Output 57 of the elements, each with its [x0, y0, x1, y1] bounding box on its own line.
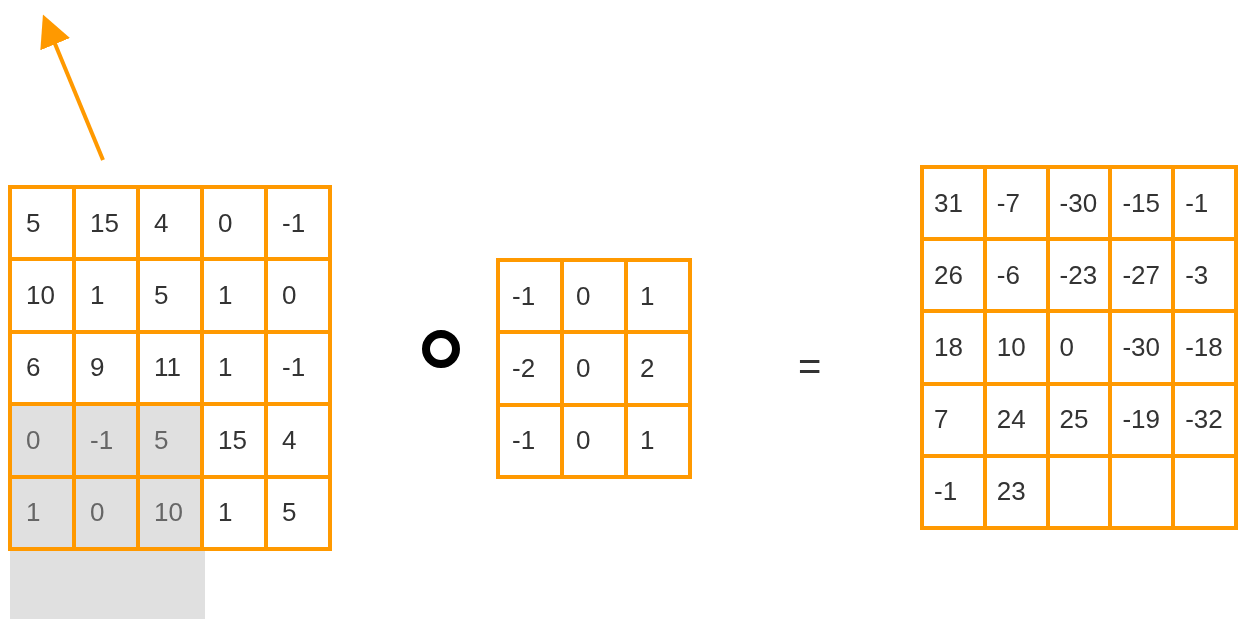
matrix-cell: 18 — [924, 313, 983, 382]
matrix-cell: 15 — [76, 189, 136, 258]
matrix-cell: 0 — [204, 189, 264, 258]
matrix-cell: 1 — [204, 261, 264, 330]
matrix-cell: 6 — [12, 333, 72, 403]
matrix-cell: 24 — [986, 385, 1046, 454]
matrix-cell: 9 — [76, 333, 136, 403]
matrix-cell: 1 — [628, 406, 688, 475]
matrix-cell: 2 — [628, 334, 688, 403]
matrix-cell: -1 — [924, 457, 983, 526]
matrix-cell: 5 — [12, 189, 72, 258]
matrix-cell: 0 — [76, 478, 136, 547]
matrix-cell: -30 — [1049, 169, 1109, 238]
matrix-cell: -1 — [1175, 169, 1234, 238]
matrix-cell: 11 — [140, 333, 200, 403]
matrix-cell: 0 — [564, 406, 624, 475]
matrix-cell: 10 — [12, 261, 72, 330]
matrix-cell: -1 — [76, 406, 136, 475]
matrix-cell: -2 — [500, 334, 560, 403]
matrix-cell: -1 — [268, 189, 328, 258]
matrix-cell: -3 — [1175, 241, 1234, 310]
matrix-cell: -19 — [1112, 385, 1172, 454]
matrix-cell: 1 — [204, 478, 264, 547]
matrix-cell: -23 — [1049, 241, 1109, 310]
matrix-cell: 1 — [12, 478, 72, 547]
matrix-cell: -27 — [1112, 241, 1172, 310]
matrix-cell: 10 — [986, 313, 1046, 382]
matrix-cell: 0 — [1049, 313, 1109, 382]
matrix-cell: 1 — [204, 333, 264, 403]
matrix-cell: 15 — [204, 406, 264, 475]
matrix-cell: 0 — [564, 334, 624, 403]
matrix-cell: 0 — [564, 262, 624, 331]
matrix-cell: 23 — [986, 457, 1046, 526]
matrix-cell: -18 — [1175, 313, 1234, 382]
matrix-cell: 1 — [628, 262, 688, 331]
matrix-cell: -30 — [1112, 313, 1172, 382]
matrix-cell: -1 — [268, 333, 328, 403]
matrix-cell: 31 — [924, 169, 983, 238]
matrix-cell: 1 — [76, 261, 136, 330]
matrix-cell: 5 — [140, 261, 200, 330]
matrix-cell: 26 — [924, 241, 983, 310]
matrix-cell: 4 — [268, 406, 328, 475]
matrix-cell: 7 — [924, 385, 983, 454]
matrix-cell: 10 — [140, 478, 200, 547]
matrix-cell: 5 — [268, 478, 328, 547]
matrix-cell: -1 — [500, 262, 560, 331]
matrix-cell: 0 — [268, 261, 328, 330]
matrix-cell: -7 — [986, 169, 1046, 238]
equals-sign: = — [798, 346, 822, 386]
matrix-cell: -15 — [1112, 169, 1172, 238]
matrix-cell: -6 — [986, 241, 1046, 310]
matrix-cell: -32 — [1175, 385, 1234, 454]
matrix-cell: 25 — [1049, 385, 1109, 454]
matrix-cell: 4 — [140, 189, 200, 258]
matrix-cell: 0 — [12, 406, 72, 475]
matrix-cell: -1 — [500, 406, 560, 475]
matrix-cell: 5 — [140, 406, 200, 475]
